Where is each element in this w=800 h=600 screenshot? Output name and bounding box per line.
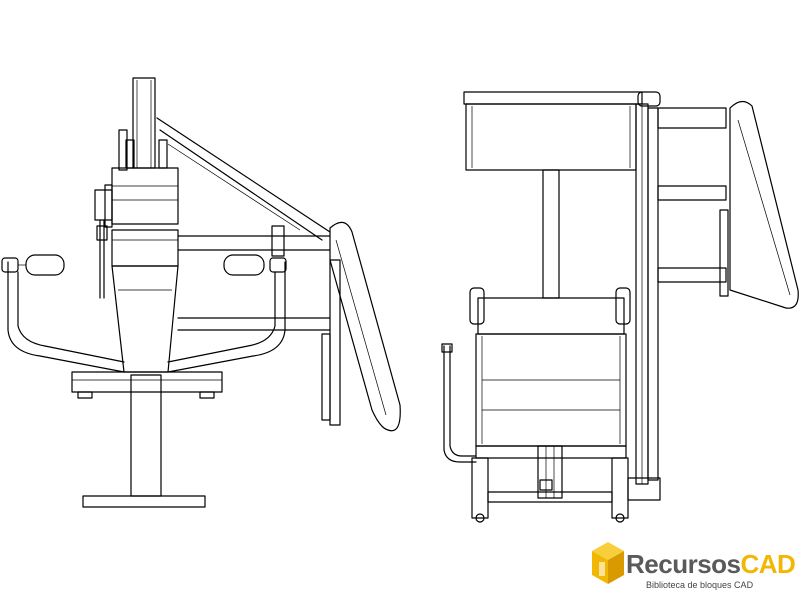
watermark-brand-part2: CAD — [740, 549, 796, 579]
front-seat — [111, 265, 179, 373]
side-mechanism — [537, 445, 563, 499]
side-top-cushion — [465, 103, 637, 171]
side-top-rail — [463, 91, 643, 105]
side-lever — [443, 345, 477, 463]
side-back-pad — [729, 100, 799, 309]
side-left-handle — [469, 287, 485, 325]
front-left-arm — [7, 261, 125, 373]
front-column — [130, 374, 162, 497]
side-view — [441, 91, 799, 523]
front-top-post — [132, 77, 156, 169]
front-back-pad — [329, 221, 401, 432]
recursoscad-logo-icon — [592, 542, 624, 584]
front-left-grip — [25, 254, 65, 276]
front-right-arm — [167, 261, 286, 373]
watermark-brand-part1: Recursos — [626, 549, 741, 579]
watermark-brand: RecursosCAD — [626, 549, 796, 579]
front-base-plate — [82, 495, 206, 508]
side-post — [542, 169, 560, 299]
front-right-grip — [223, 254, 265, 276]
front-view — [1, 77, 401, 508]
watermark-tagline: Biblioteca de bloques CAD — [646, 580, 754, 590]
front-lower-frame — [71, 371, 223, 393]
front-carriage — [111, 167, 179, 225]
side-seat-box — [475, 333, 627, 447]
front-bracket — [118, 129, 128, 171]
side-right-handle — [615, 287, 631, 325]
